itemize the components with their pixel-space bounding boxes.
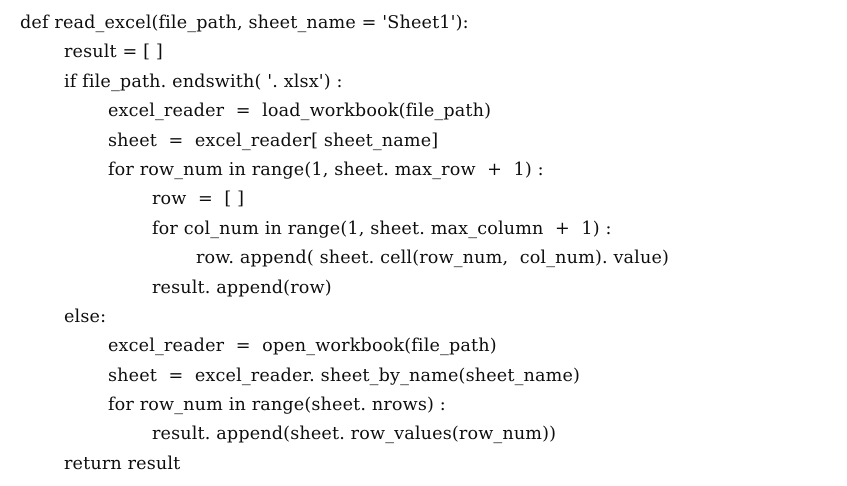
code-line: row = [ ] — [0, 185, 847, 214]
code-line-text: excel_reader = load_workbook(file_path) — [108, 101, 492, 122]
code-line-text: row. append( sheet. cell(row_num, col_nu… — [196, 248, 670, 269]
code-line: excel_reader = open_workbook(file_path) — [0, 332, 847, 361]
code-line: result. append(sheet. row_values(row_num… — [0, 420, 847, 449]
code-line-text: excel_reader = open_workbook(file_path) — [108, 336, 497, 357]
code-line-text: if file_path. endswith( '. xlsx') : — [64, 71, 343, 92]
code-line: result = [ ] — [0, 38, 847, 67]
code-line-text: return result — [64, 453, 181, 474]
code-line: result. append(row) — [0, 274, 847, 303]
code-line: return result — [0, 450, 847, 479]
code-line: def read_excel(file_path, sheet_name = '… — [0, 9, 847, 38]
code-line: else: — [0, 303, 847, 332]
code-line: for row_num in range(1, sheet. max_row +… — [0, 156, 847, 185]
code-line-text: row = [ ] — [152, 189, 245, 210]
code-line-text: for row_num in range(sheet. nrows) : — [108, 395, 446, 416]
code-line-text: for row_num in range(1, sheet. max_row +… — [108, 159, 544, 180]
code-line: for col_num in range(1, sheet. max_colum… — [0, 215, 847, 244]
code-line: row. append( sheet. cell(row_num, col_nu… — [0, 244, 847, 273]
code-line: if file_path. endswith( '. xlsx') : — [0, 68, 847, 97]
code-line-text: for col_num in range(1, sheet. max_colum… — [152, 218, 612, 239]
code-line-text: sheet = excel_reader. sheet_by_name(shee… — [108, 365, 581, 386]
code-line-text: else: — [64, 306, 107, 327]
code-line: excel_reader = load_workbook(file_path) — [0, 97, 847, 126]
code-line: sheet = excel_reader. sheet_by_name(shee… — [0, 362, 847, 391]
code-line-text: sheet = excel_reader[ sheet_name] — [108, 130, 439, 151]
code-line-text: def read_excel(file_path, sheet_name = '… — [20, 13, 469, 33]
code-line-text: result = [ ] — [64, 42, 163, 63]
code-line: for row_num in range(sheet. nrows) : — [0, 391, 847, 420]
code-line-text: result. append(row) — [152, 277, 332, 298]
code-line: sheet = excel_reader[ sheet_name] — [0, 127, 847, 156]
code-line-text: result. append(sheet. row_values(row_num… — [152, 424, 557, 445]
